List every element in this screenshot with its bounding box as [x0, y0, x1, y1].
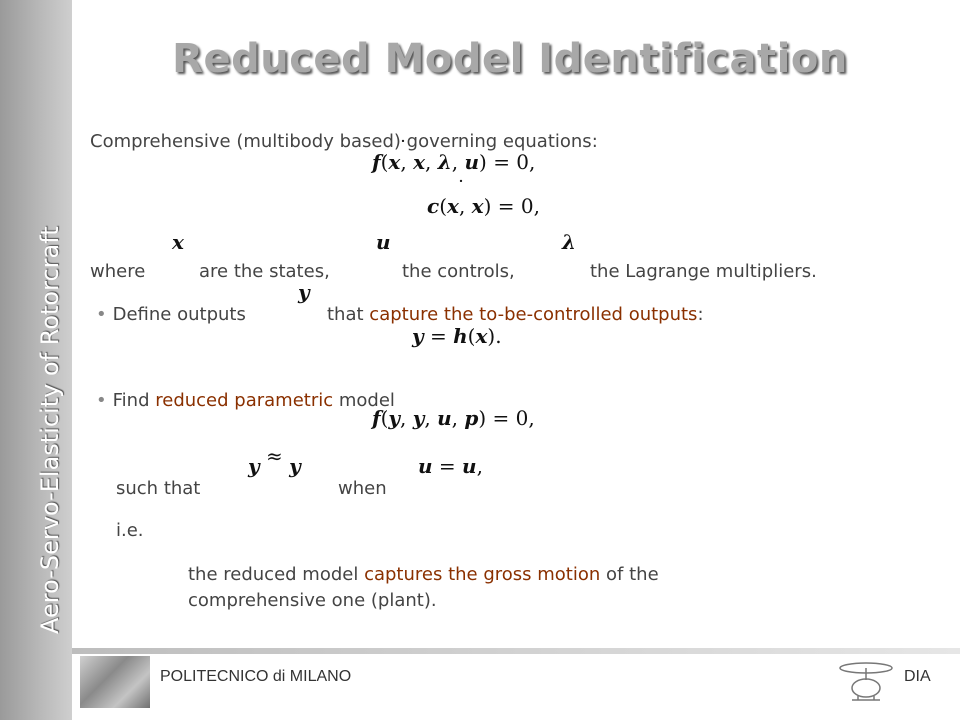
where-controls: the controls,: [402, 261, 515, 282]
symbol-lambda: λ: [562, 230, 577, 254]
bullet2-post: model: [338, 390, 395, 411]
bullet-define-outputs: •Define outputs: [96, 304, 246, 325]
equation-c: c(x, x) = 0,: [427, 194, 540, 218]
bullet1-highlight: capture the to-be-controlled outputs: [369, 304, 698, 325]
university-building-image: [80, 656, 150, 708]
dot-accent: ˙: [456, 176, 466, 200]
bullet-find-model: •Find reduced parametric model: [96, 390, 395, 411]
bullet1-post: :: [697, 304, 704, 325]
bullet1-mid: that: [327, 304, 364, 325]
bullet2-pre: Find: [112, 390, 150, 411]
conclusion-pre: the reduced model: [188, 564, 359, 585]
where-states: are the states,: [199, 261, 330, 282]
bullet2-highlight: reduced parametric: [155, 390, 334, 411]
conclusion-line2: comprehensive one (plant).: [188, 590, 437, 611]
equation-output: y = h(x).: [412, 324, 502, 348]
equation-reduced: f(y, y, u, p) = 0,: [372, 406, 535, 430]
bullet1-line: that capture the to-be-controlled output…: [327, 304, 704, 325]
footer-institution: POLITECNICO di MILANO: [160, 668, 352, 685]
symbol-y: y: [298, 280, 310, 304]
equation-f: f(x, x, λ, u) = 0,: [372, 150, 536, 174]
when-text: when: [338, 478, 387, 499]
where-multipliers: the Lagrange multipliers.: [590, 261, 817, 282]
symbol-x: x: [172, 230, 184, 254]
intro-text: Comprehensive (multibody based) governin…: [90, 131, 598, 152]
helicopter-icon: [839, 662, 893, 701]
symbol-u: u: [376, 230, 391, 254]
conclusion-line1: the reduced model captures the gross mot…: [188, 564, 659, 585]
where-word: where: [90, 261, 146, 282]
sidebar: Aero-Servo-Elasticity of Rotorcraft: [0, 0, 72, 720]
equation-u: u = u,: [418, 454, 483, 478]
footer-bar: [72, 648, 960, 654]
slide-title: Reduced Model Identification: [172, 36, 848, 82]
conclusion-post: of the: [606, 564, 659, 585]
dot-accent: ˙: [398, 136, 408, 160]
sidebar-title: Aero-Servo-Elasticity of Rotorcraft: [36, 226, 64, 634]
equation-approx: y ≈ y: [248, 444, 301, 478]
conclusion-highlight: captures the gross motion: [364, 564, 601, 585]
bullet1-pre: Define outputs: [112, 304, 246, 325]
footer-dia: DIA: [904, 668, 931, 685]
such-that-text: such that: [116, 478, 201, 499]
ie-text: i.e.: [116, 520, 144, 541]
